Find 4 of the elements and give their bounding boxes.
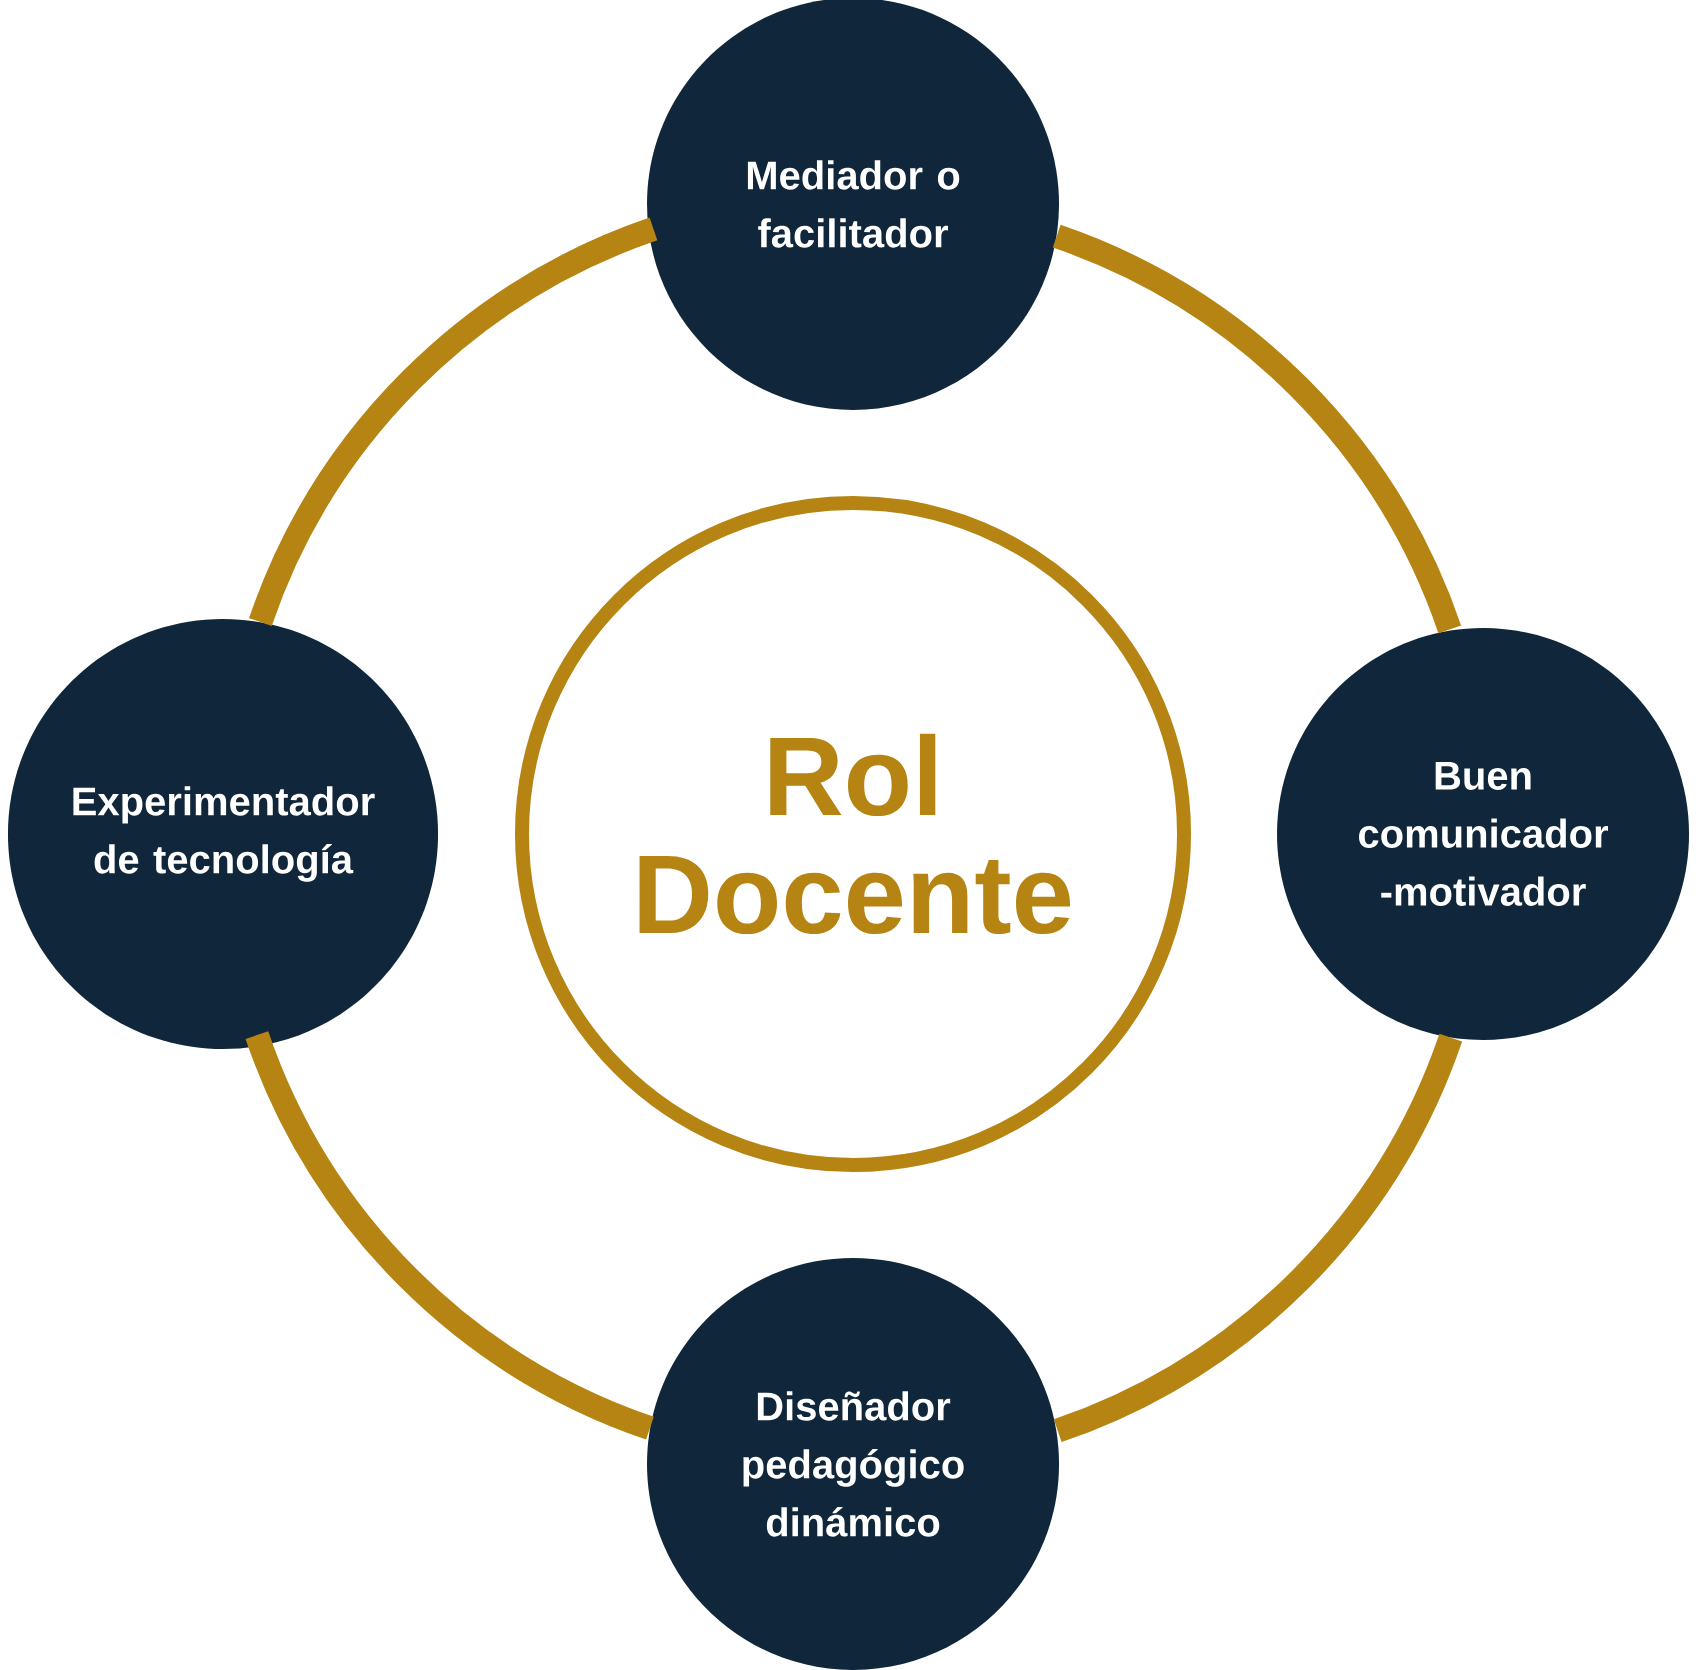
ring-arc [245,1030,655,1440]
ring-arc [1052,225,1461,634]
ring-arc [1053,1033,1462,1442]
ring-arc [249,217,658,627]
